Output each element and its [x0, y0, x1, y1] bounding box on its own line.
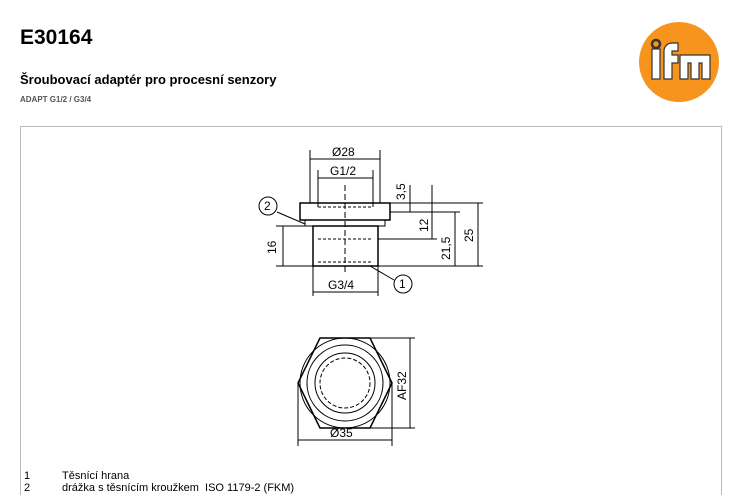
dim-12: 12 [417, 218, 431, 232]
product-code: E30164 [20, 26, 93, 49]
dim-3-5: 3,5 [394, 183, 408, 200]
drawing-frame [20, 126, 722, 495]
top-view [297, 337, 415, 446]
dim-diameter-35: Ø35 [330, 426, 353, 440]
dim-af32: AF32 [395, 371, 409, 400]
callout-2: 2 [264, 199, 271, 213]
product-subtitle: ADAPT G1/2 / G3/4 [20, 95, 92, 104]
ifm-logo [639, 22, 719, 102]
callout-1: 1 [399, 277, 406, 291]
dim-g34: G3/4 [328, 278, 354, 292]
dim-25: 25 [462, 228, 476, 242]
dim-21-5: 21,5 [439, 236, 453, 260]
side-view [258, 150, 483, 296]
dim-diameter-28: Ø28 [332, 145, 355, 159]
legend-text: Těsnící hrana [62, 470, 130, 482]
dim-g12: G1/2 [330, 164, 356, 178]
legend-num: 2 [24, 482, 31, 494]
legend-num: 1 [24, 470, 31, 482]
product-title: Šroubovací adaptér pro procesní senzory [20, 72, 277, 87]
dim-16: 16 [265, 240, 279, 254]
legend-text: drážka s těsnícím kroužkem ISO 1179-2 (F… [62, 482, 295, 494]
